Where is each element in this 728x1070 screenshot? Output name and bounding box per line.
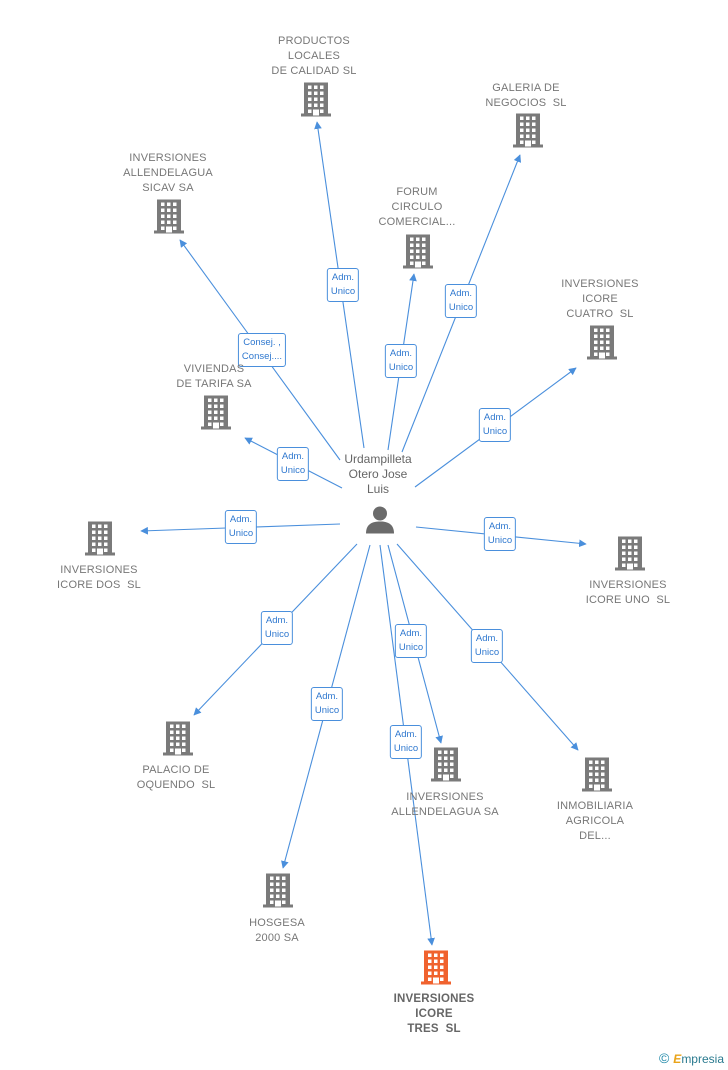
building-icon[interactable] (201, 395, 231, 435)
company-label-dos[interactable]: INVERSIONES ICORE DOS SL (57, 564, 141, 591)
brand-initial: E (673, 1052, 682, 1066)
role-badge-inmobiliaria: Adm. Unico (470, 629, 504, 663)
role-badge-tres: Adm. Unico (389, 725, 423, 759)
building-icon[interactable] (513, 113, 543, 153)
building-icon[interactable] (154, 199, 184, 239)
building-icon[interactable] (421, 950, 451, 990)
building-icon[interactable] (85, 521, 115, 561)
role-badge-uno: Adm. Unico (483, 517, 517, 551)
person-name[interactable]: Urdampilleta Otero Jose Luis (344, 452, 412, 496)
role-badge-productos: Adm. Unico (326, 268, 360, 302)
company-label-uno[interactable]: INVERSIONES ICORE UNO SL (585, 579, 671, 606)
role-badge-cuatro: Adm. Unico (478, 408, 512, 442)
brand-name: mpresia (681, 1052, 724, 1066)
building-icon[interactable] (587, 325, 617, 365)
company-label-sicav[interactable]: INVERSIONES ALLENDELAGUA SICAV SA (123, 152, 213, 194)
building-icon[interactable] (431, 747, 461, 787)
copyright-symbol: © (658, 1050, 670, 1066)
company-label-cuatro[interactable]: INVERSIONES ICORE CUATRO SL (561, 278, 639, 320)
company-label-hosgesa[interactable]: HOSGESA 2000 SA (249, 917, 305, 944)
company-label-galeria[interactable]: GALERIA DE NEGOCIOS SL (485, 82, 567, 109)
building-icon[interactable] (582, 757, 612, 797)
role-badge-forum: Adm. Unico (384, 344, 418, 378)
footer-brand: ©Empresia (659, 1050, 724, 1066)
role-badge-galeria: Adm. Unico (444, 284, 478, 318)
company-label-allendelagua[interactable]: INVERSIONES ALLENDELAGUA SA (391, 791, 499, 818)
role-badge-palacio: Adm. Unico (260, 611, 294, 645)
company-label-palacio[interactable]: PALACIO DE OQUENDO SL (136, 764, 216, 791)
building-icon[interactable] (403, 234, 433, 274)
role-badge-viviendas: Adm. Unico (276, 447, 310, 481)
role-badge-allendelagua: Adm. Unico (394, 624, 428, 658)
role-badge-sicav: Consej. , Consej.... (237, 333, 287, 367)
company-label-forum[interactable]: FORUM CIRCULO COMERCIAL... (378, 186, 456, 228)
person-icon[interactable] (365, 505, 395, 540)
building-icon[interactable] (263, 873, 293, 913)
role-badge-dos: Adm. Unico (224, 510, 258, 544)
building-icon[interactable] (163, 721, 193, 761)
company-label-viviendas[interactable]: VIVIENDAS DE TARIFA SA (176, 363, 252, 390)
company-label-tres[interactable]: INVERSIONES ICORE TRES SL (393, 993, 475, 1035)
building-icon[interactable] (301, 82, 331, 122)
building-icon[interactable] (615, 536, 645, 576)
role-badge-hosgesa: Adm. Unico (310, 687, 344, 721)
company-label-productos[interactable]: PRODUCTOS LOCALES DE CALIDAD SL (271, 35, 357, 77)
company-label-inmobiliaria[interactable]: INMOBILIARIA AGRICOLA DEL... (556, 800, 634, 842)
